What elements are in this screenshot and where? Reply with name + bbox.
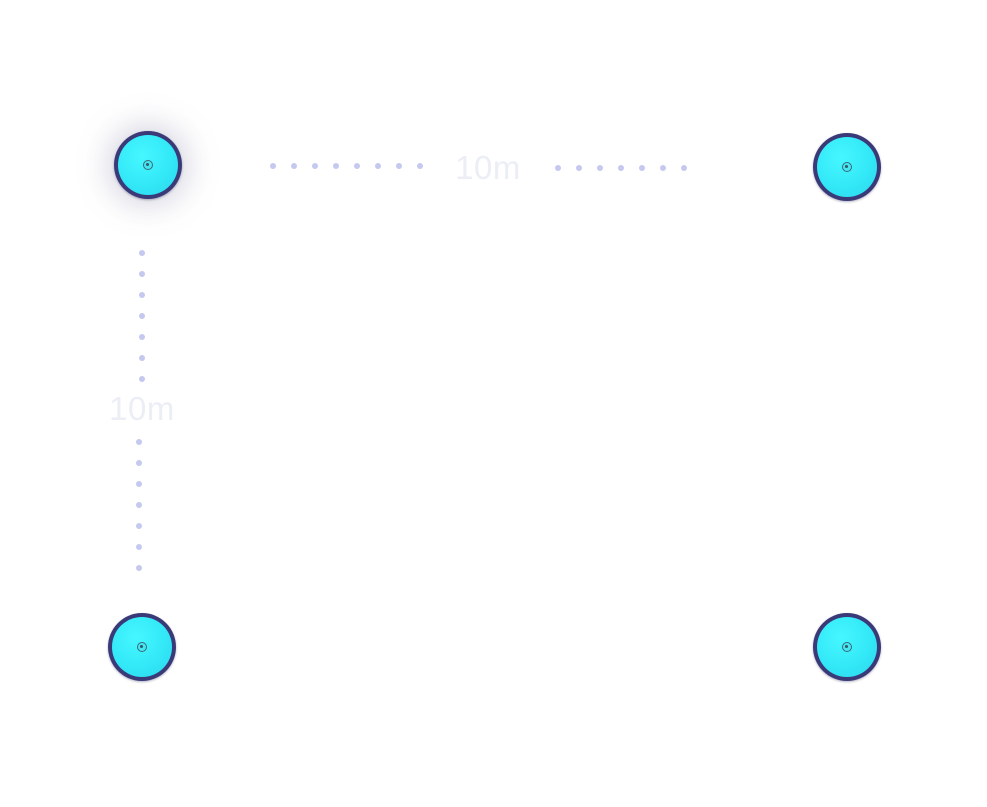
horizontal-distance-label: 10m <box>455 149 521 186</box>
horizontal-distance-line-left <box>270 163 423 169</box>
horizontal-distance-line-right <box>555 165 687 171</box>
anchor-icon <box>842 162 852 172</box>
anchor-bottom-left <box>108 613 176 683</box>
anchor-icon <box>842 642 852 652</box>
anchor-icon <box>143 160 153 170</box>
anchor-icon <box>137 642 147 652</box>
vertical-distance-label: 10m <box>109 390 175 427</box>
vertical-distance-line-top <box>139 250 145 382</box>
anchor-bottom-right <box>813 613 881 683</box>
vertical-distance-line-bottom <box>136 439 142 571</box>
anchor-top-right <box>813 133 881 203</box>
anchor-top-left <box>114 131 182 201</box>
